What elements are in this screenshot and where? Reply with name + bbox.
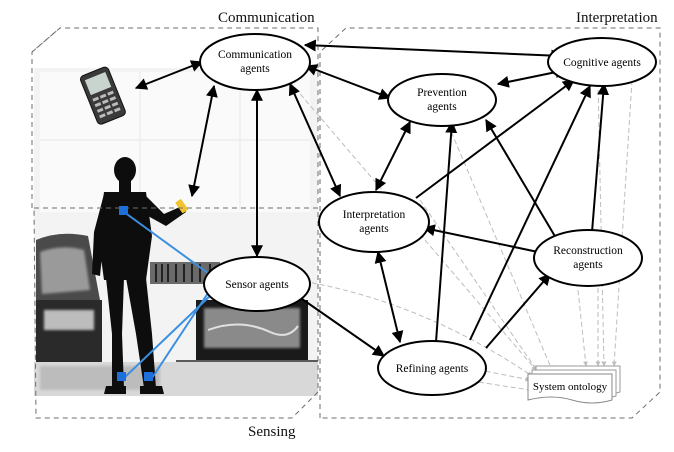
node-reconstruction-agents: Reconstruction agents xyxy=(533,229,643,287)
node-sensor-agents: Sensor agents xyxy=(203,256,311,312)
node-cognitive-agents: Cognitive agents xyxy=(547,37,657,87)
node-label: agents xyxy=(573,259,603,271)
node-label: agents xyxy=(359,223,389,235)
node-label: agents xyxy=(427,101,457,113)
person-silhouette xyxy=(92,157,186,394)
agent-connections xyxy=(134,39,610,357)
node-label: Communication xyxy=(218,49,292,61)
node-label: System ontology xyxy=(533,381,608,393)
body-sensor-links xyxy=(123,211,215,379)
scene-photo xyxy=(34,68,318,396)
node-label: Cognitive agents xyxy=(563,57,641,69)
mobile-phone-icon xyxy=(79,66,126,125)
node-interpretation-agents: Interpretation agents xyxy=(318,191,430,253)
node-label: Prevention xyxy=(417,87,467,99)
handheld-device xyxy=(175,199,188,214)
region-title-communication: Communication xyxy=(218,10,315,26)
region-sensing-box xyxy=(33,207,319,419)
node-label: Refining agents xyxy=(396,363,469,375)
body-sensor-markers xyxy=(117,206,153,381)
node-label: Sensor agents xyxy=(225,279,289,291)
node-system-ontology: System ontology xyxy=(527,365,621,404)
region-communication-box xyxy=(31,27,319,208)
region-interpretation-box xyxy=(319,27,661,419)
region-title-interpretation: Interpretation xyxy=(576,10,658,26)
node-prevention-agents: Prevention agents xyxy=(387,73,497,127)
node-label: Reconstruction xyxy=(553,245,623,257)
region-title-sensing: Sensing xyxy=(248,424,296,440)
node-label: agents xyxy=(240,63,270,75)
node-refining-agents: Refining agents xyxy=(377,340,487,396)
node-communication-agents: Communication agents xyxy=(199,33,311,91)
node-label: Interpretation xyxy=(343,209,406,221)
